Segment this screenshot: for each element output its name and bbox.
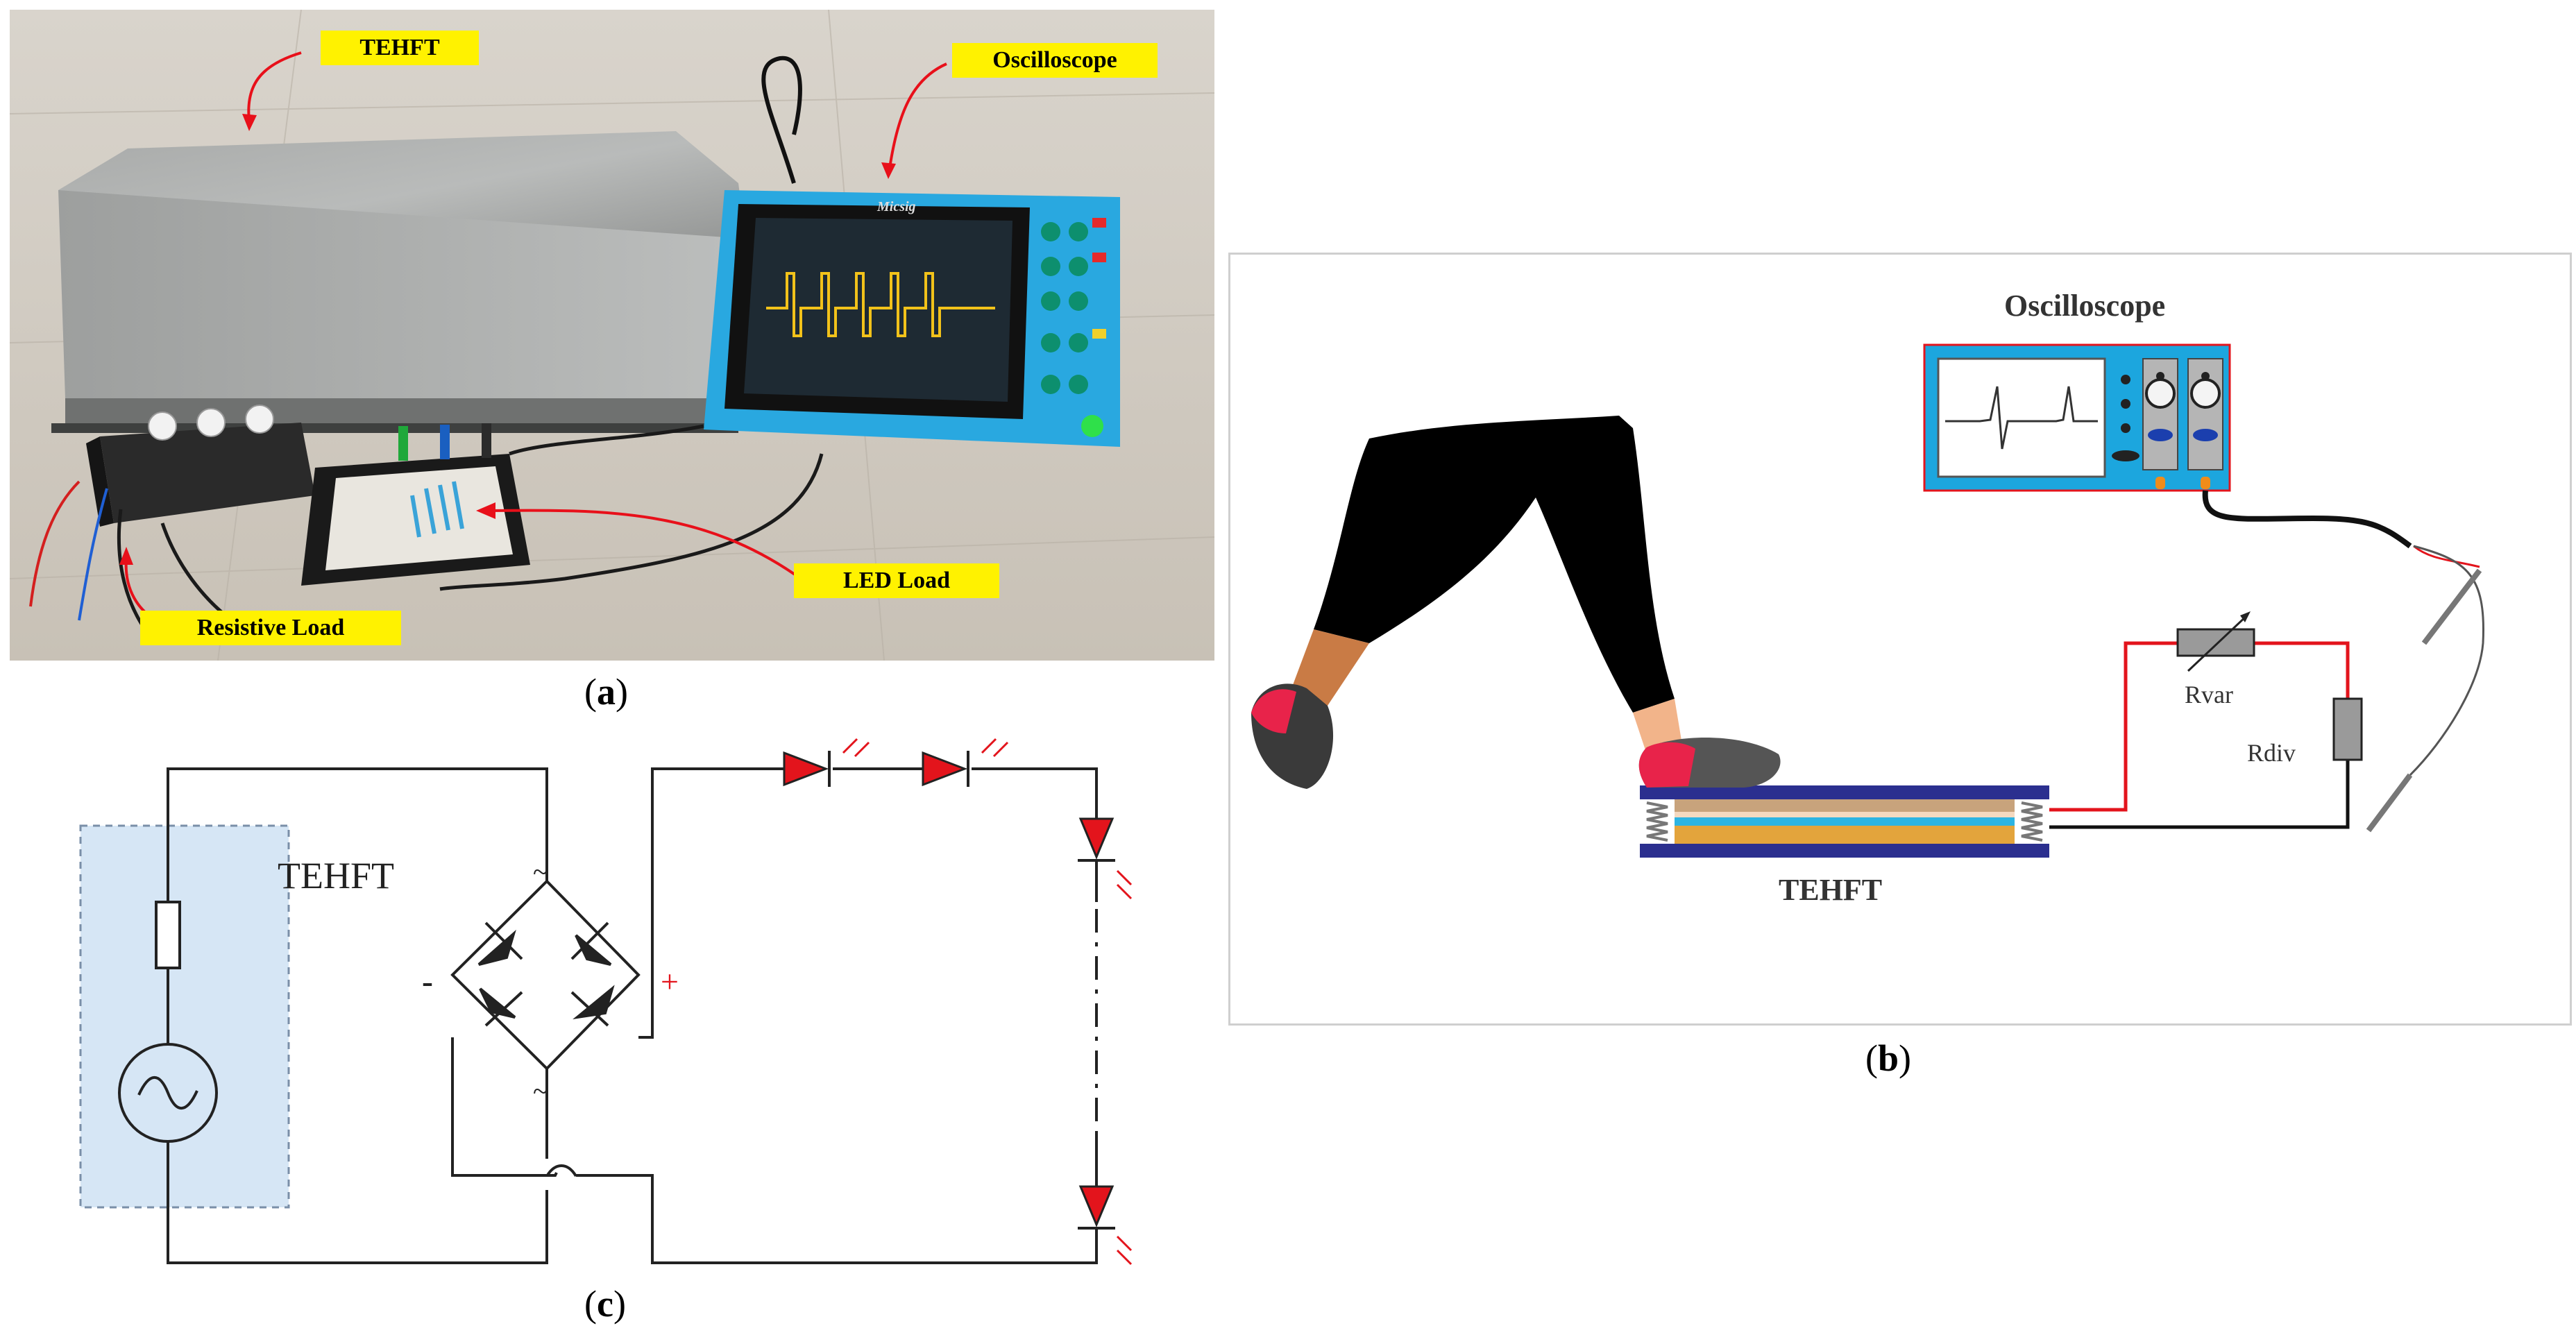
led-1 <box>783 738 870 787</box>
positive-terminal: + <box>661 964 679 999</box>
oscilloscope-schematic <box>1923 343 2231 492</box>
tag-tehft: TEHFT <box>321 31 479 65</box>
schematic-rvar-label: Rvar <box>2185 681 2233 708</box>
schematic-illustration: Oscilloscope Rvar Rdiv <box>1251 289 2485 907</box>
resistive-load-box <box>86 405 315 527</box>
rectifier-circuit: TEHFT <box>28 715 1208 1291</box>
oscilloscope-photo: Micsig <box>704 56 1120 447</box>
ac-terminal-top: ~ <box>533 856 548 887</box>
schematic-oscilloscope-label: Oscilloscope <box>2004 289 2165 323</box>
bridge-rectifier <box>450 880 641 1071</box>
led-breadboard <box>301 423 530 586</box>
tehft-device <box>51 131 745 433</box>
setup-photo: Micsig <box>10 10 1214 661</box>
circuit-diagram: TEHFT <box>79 738 1133 1266</box>
variable-resistor <box>2176 611 2255 672</box>
negative-terminal: - <box>422 963 433 1000</box>
walking-legs <box>1251 416 1781 789</box>
tehft-source-box <box>79 824 290 1209</box>
circuit-wires <box>167 767 1098 1264</box>
led-2 <box>922 738 1009 787</box>
tag-oscilloscope: Oscilloscope <box>952 43 1158 78</box>
label-panel-a: (a) <box>584 671 628 713</box>
schematic-tehft-label: TEHFT <box>1779 873 1882 907</box>
led-4 <box>1078 1185 1133 1266</box>
schematic-rdiv-label: Rdiv <box>2247 739 2296 767</box>
source-resistor <box>155 901 181 969</box>
measurement-schematic: Oscilloscope Rvar Rdiv <box>1228 253 2572 1026</box>
circuit-tehft-label: TEHFT <box>278 855 394 896</box>
tag-resistive-load: Resistive Load <box>140 611 401 645</box>
tag-led-load: LED Load <box>794 563 999 598</box>
ac-terminal-bottom: ~ <box>533 1075 548 1107</box>
scope-brand-text: Micsig <box>876 199 916 214</box>
label-panel-c: (c) <box>584 1283 626 1325</box>
ac-source-icon <box>118 1043 218 1143</box>
setup-photo-illustration: Micsig <box>10 10 1214 661</box>
tehft-schematic <box>1640 785 2049 858</box>
label-panel-b: (b) <box>1865 1037 1912 1079</box>
led-3 <box>1078 817 1133 900</box>
divider-resistor <box>2332 697 2363 761</box>
